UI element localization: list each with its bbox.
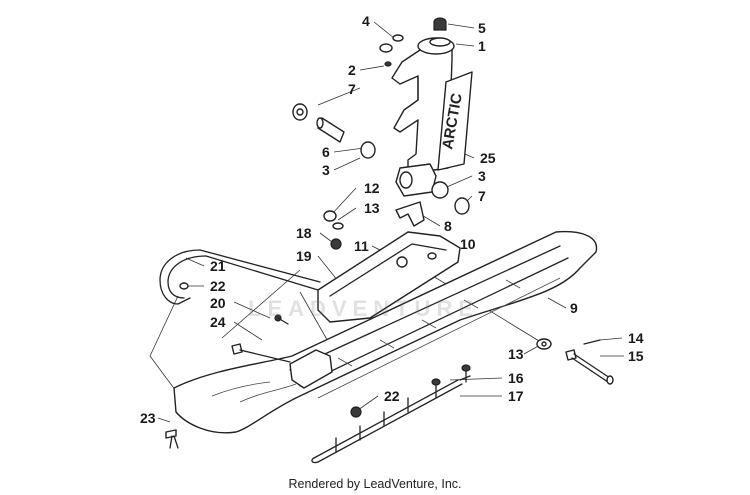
top-cap bbox=[433, 17, 447, 31]
callout-1: 1 bbox=[478, 38, 486, 54]
callout-8: 8 bbox=[444, 218, 452, 234]
leader-lines bbox=[149, 21, 624, 423]
callout-11: 11 bbox=[354, 238, 369, 254]
right-bushings bbox=[395, 181, 470, 227]
callout-25: 25 bbox=[480, 150, 496, 166]
callout-24: 24 bbox=[210, 314, 226, 330]
callout-4: 4 bbox=[362, 13, 370, 29]
top-hardware bbox=[379, 34, 404, 67]
callout-6: 6 bbox=[322, 144, 330, 160]
callout-7b: 7 bbox=[478, 188, 486, 204]
callout-23: 23 bbox=[140, 410, 156, 426]
callout-17: 17 bbox=[508, 388, 524, 404]
watermark: LEADVENTURE bbox=[248, 296, 480, 321]
callout-10: 10 bbox=[460, 236, 476, 252]
callout-9: 9 bbox=[570, 300, 578, 316]
callout-3b: 3 bbox=[478, 168, 486, 184]
spindle-column: ARCTIC bbox=[391, 37, 473, 197]
callout-13b: 13 bbox=[508, 346, 524, 362]
callout-12: 12 bbox=[364, 180, 380, 196]
ski-runner bbox=[311, 364, 471, 464]
callout-15: 15 bbox=[628, 348, 644, 364]
bolts bbox=[165, 314, 614, 449]
callout-19: 19 bbox=[296, 248, 312, 264]
callout-18: 18 bbox=[296, 225, 312, 241]
callout-22: 22 bbox=[210, 278, 226, 294]
callout-5: 5 bbox=[478, 20, 486, 36]
callout-3: 3 bbox=[322, 162, 330, 178]
callout-21: 21 bbox=[210, 258, 226, 274]
callout-16: 16 bbox=[508, 370, 524, 386]
callout-2: 2 bbox=[348, 62, 356, 78]
callout-14: 14 bbox=[628, 330, 644, 346]
footer-credit: Rendered by LeadVenture, Inc. bbox=[288, 477, 462, 491]
callout-20: 20 bbox=[210, 295, 226, 311]
left-bushings bbox=[292, 103, 376, 159]
callout-22b: 22 bbox=[384, 388, 400, 404]
ski-saddle bbox=[317, 231, 461, 323]
ski-body bbox=[173, 230, 598, 434]
callout-7: 7 bbox=[348, 81, 356, 97]
callout-13: 13 bbox=[364, 200, 380, 216]
ski-loop bbox=[159, 249, 321, 305]
